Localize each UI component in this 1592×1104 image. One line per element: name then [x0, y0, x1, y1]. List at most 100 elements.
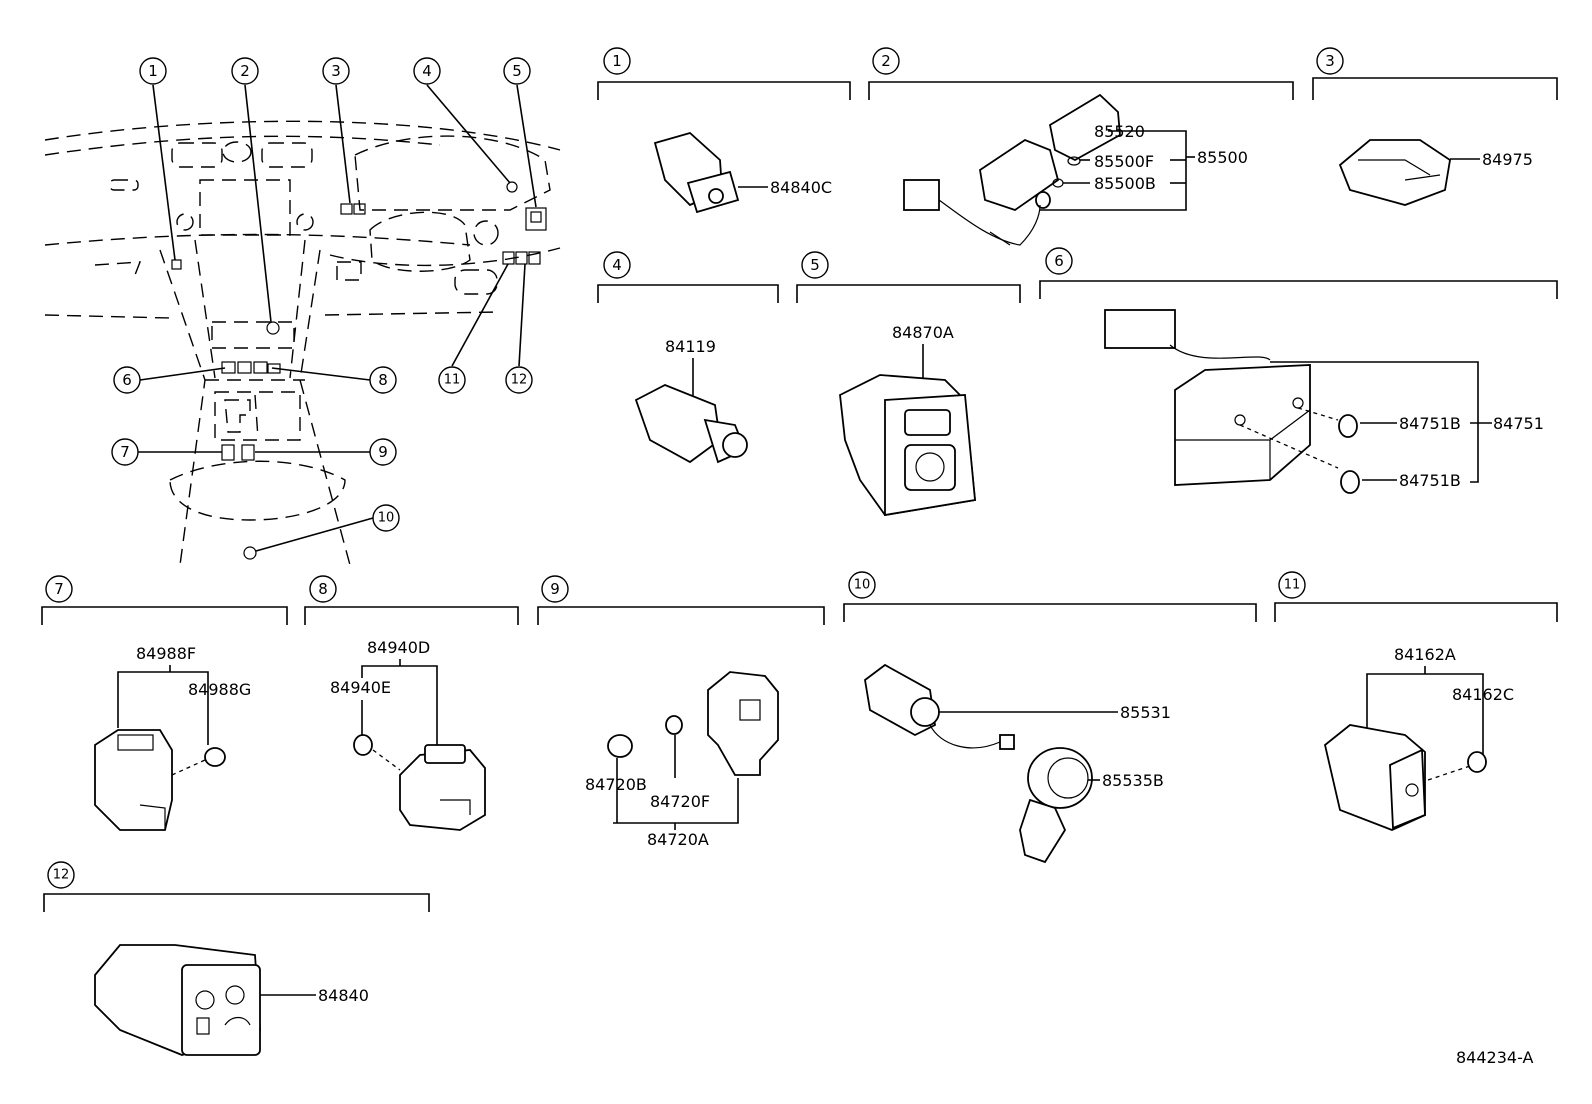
diagram-id: 844234-A	[1456, 1048, 1534, 1067]
part-label-84940E: 84940E	[330, 678, 391, 697]
callout-10: 10	[848, 571, 876, 599]
callout-1: 1	[603, 47, 631, 75]
svg-text:1: 1	[612, 52, 622, 70]
callout-12-overview: 12	[505, 366, 533, 394]
dashboard-overview	[44, 84, 561, 566]
callout-6-overview: 6	[113, 366, 141, 394]
section-2: 2 85520 85500F 85500 85500B	[868, 47, 1294, 246]
section-11: 11 84162A 84162C	[1274, 571, 1558, 831]
callout-11: 11	[1278, 571, 1306, 599]
callout-7: 7	[45, 575, 73, 603]
callout-9-overview: 9	[369, 438, 397, 466]
part-label-84162C: 84162C	[1452, 685, 1514, 704]
part-label-85535B: 85535B	[1102, 771, 1164, 790]
callout-1-overview: 1	[139, 57, 167, 85]
part-label-84720F: 84720F	[650, 792, 710, 811]
svg-text:8: 8	[378, 371, 388, 389]
section-9: 9 84720B 84720F 84720A	[537, 575, 825, 849]
callout-5: 5	[801, 251, 829, 279]
callout-2: 2	[872, 47, 900, 75]
part-label-84975: 84975	[1482, 150, 1533, 169]
mirror-switch-84870A	[839, 374, 976, 517]
part-label-84751: 84751	[1493, 414, 1544, 433]
svg-text:6: 6	[1054, 252, 1064, 270]
part-label-85500: 85500	[1197, 148, 1248, 167]
part-label-84720B: 84720B	[585, 775, 647, 794]
section-6: 6 84751B 84751 84751B	[1039, 247, 1558, 494]
svg-text:3: 3	[331, 62, 341, 80]
svg-text:2: 2	[881, 52, 891, 70]
callout-2-overview: 2	[231, 57, 259, 85]
svg-text:9: 9	[550, 580, 560, 598]
switch-84720A	[707, 671, 779, 776]
part-label-84840C: 84840C	[770, 178, 832, 197]
svg-text:11: 11	[444, 373, 461, 388]
callout-10-overview: 10	[372, 504, 400, 532]
part-label-84870A: 84870A	[892, 323, 954, 342]
svg-text:9: 9	[378, 443, 388, 461]
svg-text:10: 10	[854, 578, 871, 593]
part-label-84988F: 84988F	[136, 644, 196, 663]
part-label-85500B: 85500B	[1094, 174, 1156, 193]
svg-text:12: 12	[511, 373, 528, 388]
svg-text:7: 7	[120, 443, 130, 461]
svg-text:2: 2	[240, 62, 250, 80]
part-label-85500F: 85500F	[1094, 152, 1154, 171]
svg-text:5: 5	[512, 62, 522, 80]
callout-3-overview: 3	[322, 57, 350, 85]
callout-3: 3	[1316, 47, 1344, 75]
switch-84840C	[653, 131, 740, 214]
part-label-84751B-upper: 84751B	[1399, 414, 1461, 433]
svg-text:12: 12	[53, 868, 70, 883]
section-10: 10 85531 85535B	[843, 571, 1257, 864]
control-module-84751	[1104, 309, 1311, 486]
part-label-84751B-lower: 84751B	[1399, 471, 1461, 490]
svg-text:4: 4	[422, 62, 432, 80]
cigarette-lighter-85500	[903, 93, 1121, 246]
svg-text:3: 3	[1325, 52, 1335, 70]
section-3: 3 84975	[1312, 47, 1558, 206]
part-label-84988G: 84988G	[188, 680, 251, 699]
part-label-84162A: 84162A	[1394, 645, 1456, 664]
callout-7-overview: 7	[111, 438, 139, 466]
callout-12: 12	[47, 861, 75, 889]
callout-11-overview: 11	[438, 366, 466, 394]
section-8: 8 84940D 84940E	[304, 575, 519, 831]
switch-84940D	[399, 744, 486, 831]
switch-84975	[1338, 139, 1451, 206]
callout-4-overview: 4	[413, 57, 441, 85]
callout-6: 6	[1045, 247, 1073, 275]
svg-text:7: 7	[54, 580, 64, 598]
section-12: 12 84840	[43, 861, 430, 1056]
section-5: 5 84870A	[796, 251, 1021, 517]
section-1: 1 84840C	[597, 47, 851, 214]
svg-text:8: 8	[318, 580, 328, 598]
svg-text:5: 5	[810, 256, 820, 274]
svg-text:1: 1	[148, 62, 158, 80]
section-4: 4 84119	[597, 251, 779, 464]
part-label-84720A: 84720A	[647, 830, 709, 849]
switch-84988F	[94, 729, 173, 831]
svg-text:10: 10	[378, 511, 395, 526]
part-label-84840: 84840	[318, 986, 369, 1005]
svg-text:11: 11	[1284, 578, 1301, 593]
outlet-cover-85535B	[1019, 747, 1093, 864]
switch-84840	[94, 944, 261, 1056]
callout-5-overview: 5	[503, 57, 531, 85]
callout-9: 9	[541, 575, 569, 603]
callout-4: 4	[603, 251, 631, 279]
part-label-85531: 85531	[1120, 703, 1171, 722]
fog-switch-84162A	[1323, 724, 1426, 831]
section-7: 7 84988F 84988G	[41, 575, 288, 831]
svg-text:6: 6	[122, 371, 132, 389]
part-label-84119: 84119	[665, 337, 716, 356]
power-outlet-85531	[864, 663, 1015, 750]
part-label-85520: 85520	[1094, 122, 1145, 141]
callout-8-overview: 8	[369, 366, 397, 394]
part-label-84940D: 84940D	[367, 638, 430, 657]
svg-text:4: 4	[612, 256, 622, 274]
switch-84119	[634, 384, 748, 464]
callout-8: 8	[309, 575, 337, 603]
